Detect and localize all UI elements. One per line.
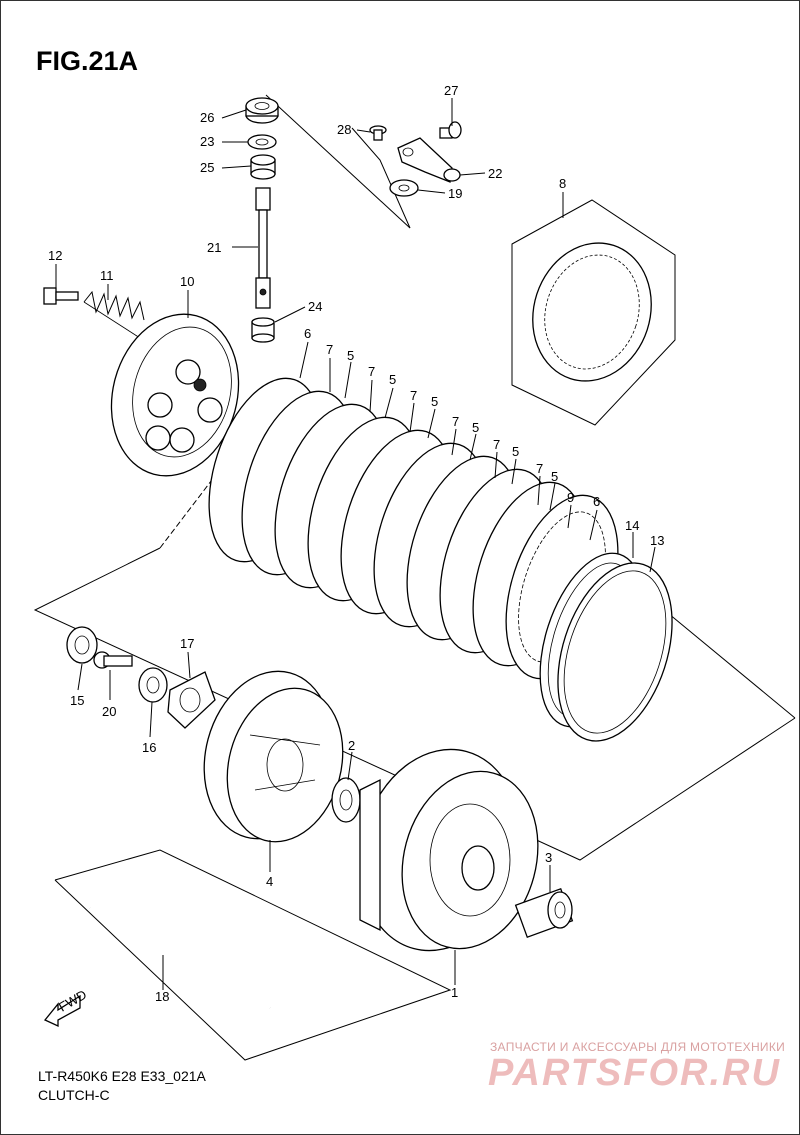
needle-bearing-24 <box>251 317 275 343</box>
callout-13: 13 <box>650 533 664 548</box>
callout-19: 19 <box>448 186 462 201</box>
diagram-name: CLUTCH-C <box>38 1087 110 1103</box>
callout-23: 23 <box>200 134 214 149</box>
callout-4: 4 <box>266 874 273 889</box>
washer-2 <box>331 777 361 823</box>
callout-7b: 7 <box>368 364 375 379</box>
callout-28: 28 <box>337 122 351 137</box>
callout-20: 20 <box>102 704 116 719</box>
callout-8: 8 <box>559 176 566 191</box>
spring-washer-13 <box>557 562 673 742</box>
bolt-12 <box>43 287 79 305</box>
callout-5c: 5 <box>431 394 438 409</box>
clutch-housing-1 <box>359 748 539 952</box>
plate-8-box <box>511 199 676 426</box>
callout-26: 26 <box>200 110 214 125</box>
callout-5a: 5 <box>347 348 354 363</box>
callout-3: 3 <box>545 850 552 865</box>
push-shaft-21 <box>255 187 271 309</box>
callout-7c: 7 <box>410 388 417 403</box>
callout-7f: 7 <box>536 461 543 476</box>
callout-14: 14 <box>625 518 639 533</box>
callout-16: 16 <box>142 740 156 755</box>
needle-bearing-25 <box>250 154 276 180</box>
callout-7a: 7 <box>326 342 333 357</box>
callout-labels: 26 23 25 21 24 28 27 22 19 8 12 11 10 6 … <box>48 83 664 1004</box>
bolt-28 <box>369 125 387 141</box>
callout-7e: 7 <box>493 437 500 452</box>
callout-11: 11 <box>100 268 114 283</box>
watermark-tagline: ЗАПЧАСТИ И АКСЕССУАРЫ ДЛЯ МОТОТЕХНИКИ <box>490 1040 786 1054</box>
callout-7d: 7 <box>452 414 459 429</box>
callout-5f: 5 <box>551 469 558 484</box>
callout-27: 27 <box>444 83 458 98</box>
pressure-plate-10 <box>110 313 240 477</box>
callout-6b: 6 <box>593 494 600 509</box>
figure-title: FIG.21A <box>36 46 139 76</box>
lock-washer-17 <box>167 671 216 729</box>
bearing-15 <box>66 626 98 664</box>
plates-group-dash <box>159 429 251 549</box>
push-rod-18 <box>89 906 271 1010</box>
watermark-logo: PARTSFOR.RU <box>488 1052 781 1094</box>
washer-23 <box>247 134 277 150</box>
clutch-hub-4 <box>203 670 344 843</box>
callout-9: 9 <box>567 490 574 505</box>
bearing-26 <box>245 97 279 124</box>
callout-25: 25 <box>200 160 214 175</box>
fwd-arrow-icon: FWD <box>43 987 89 1028</box>
washer-19 <box>389 179 419 197</box>
bolt-20 <box>93 651 133 669</box>
callout-5b: 5 <box>389 372 396 387</box>
callout-22: 22 <box>488 166 502 181</box>
diagram-code: LT-R450K6 E28 E33_021A <box>38 1068 206 1084</box>
callout-24: 24 <box>308 299 322 314</box>
callout-10: 10 <box>180 274 194 289</box>
callout-1: 1 <box>451 985 458 1000</box>
spacer-3 <box>514 887 574 939</box>
callout-2: 2 <box>348 738 355 753</box>
spring-11 <box>83 290 145 339</box>
callout-5e: 5 <box>512 444 519 459</box>
bolt-27 <box>439 121 462 139</box>
nut-16 <box>138 667 168 703</box>
driven-plate-8 <box>532 242 652 382</box>
callout-12: 12 <box>48 248 62 263</box>
callout-5d: 5 <box>472 420 479 435</box>
lifter-group-line <box>351 127 411 229</box>
callout-18: 18 <box>155 989 169 1004</box>
push-rod-box <box>54 849 452 1061</box>
callout-21: 21 <box>207 240 221 255</box>
callout-17: 17 <box>180 636 194 651</box>
shaft-group-line <box>265 94 411 229</box>
callout-15: 15 <box>70 693 84 708</box>
callout-6a: 6 <box>304 326 311 341</box>
leader-lines <box>55 98 656 990</box>
lifter-arm-22 <box>397 137 461 183</box>
